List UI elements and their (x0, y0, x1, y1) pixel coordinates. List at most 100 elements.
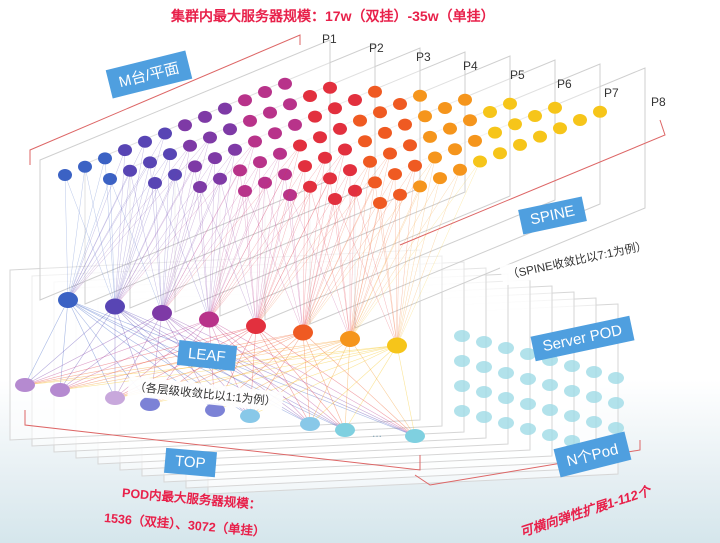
plane-label-P6: P6 (557, 77, 572, 91)
tor-node (105, 391, 125, 405)
spine-node (293, 139, 307, 152)
spine-node (553, 122, 567, 135)
leaf-node (293, 324, 313, 341)
spine-leaf-link (255, 186, 311, 327)
leaf-tor-link (344, 345, 398, 431)
spine-leaf-link (255, 161, 371, 327)
spine-leaf-link (349, 177, 441, 340)
spine-node (448, 143, 462, 156)
spine-leaf-link (114, 137, 211, 307)
spine-node (303, 90, 317, 102)
spine-leaf-link (302, 178, 331, 333)
spine-leaf-link (109, 178, 116, 307)
spine-leaf-link (208, 170, 241, 320)
spine-node (548, 101, 562, 114)
leaf-tor-link (255, 325, 311, 425)
spine-node (533, 130, 547, 143)
spine-leaf-link (396, 194, 401, 346)
pod-tor-node (520, 423, 536, 435)
spine-leaf-link (244, 190, 304, 333)
spine-leaf-link (349, 153, 391, 340)
spine-node (158, 127, 172, 140)
spine-leaf-link (208, 165, 306, 320)
leaf-tor-link (208, 319, 346, 431)
spine-leaf-link (208, 153, 281, 320)
pod-tor-node (564, 360, 580, 372)
spine-node (573, 114, 587, 126)
spine-node (328, 102, 342, 115)
pod-tor-node (608, 422, 624, 434)
spine-leaf-link (67, 158, 106, 301)
spine-node (378, 126, 392, 139)
pod-tor-node (608, 397, 624, 409)
spine-node (303, 180, 317, 193)
spine-leaf-link (208, 158, 216, 320)
leaf-tor-link (59, 312, 163, 391)
spine-leaf-link (161, 145, 191, 314)
spine-node (248, 135, 262, 148)
top-bracket (24, 410, 421, 471)
tor-node (405, 429, 425, 443)
spine-node (443, 122, 457, 135)
leaf-tor-link (302, 332, 416, 437)
spine-leaf-link (349, 165, 416, 340)
leaf-tor-link (59, 299, 69, 391)
spine-leaf-link (208, 162, 261, 320)
spine-node (403, 139, 417, 152)
leaf-tor-link (24, 312, 163, 386)
pod-tor-node (542, 429, 558, 441)
spine-leaf-link (349, 161, 371, 340)
spine-node (213, 172, 227, 185)
spine-node (58, 169, 72, 181)
spine-node (323, 172, 337, 185)
spine-node (123, 164, 137, 177)
spine-leaf-link (255, 166, 306, 327)
spine-node (468, 134, 482, 147)
spine-node (313, 131, 327, 144)
spine-leaf-link (255, 194, 291, 327)
spine-node (238, 185, 252, 197)
plane-label-P8: P8 (651, 95, 666, 109)
spine-node (348, 184, 362, 197)
leaf-node (199, 311, 219, 328)
spine-leaf-link (379, 202, 398, 346)
spine-node (243, 114, 257, 127)
spine-leaf-link (255, 182, 266, 327)
pod-tor-node (454, 405, 470, 417)
cluster-scale-title: 集群内最大服务器规模：17w（双挂）-35w（单挂） (171, 8, 495, 24)
spine-node (373, 197, 387, 209)
spine-leaf-link (302, 173, 396, 333)
spine-leaf-link (67, 141, 146, 301)
spine-leaf-link (302, 170, 351, 333)
leaf-tor-link (24, 325, 257, 386)
leaf-tor-link (161, 312, 346, 431)
spine-leaf-link (255, 174, 286, 327)
spine-node (283, 189, 297, 201)
tor-node (240, 409, 260, 423)
spine-node (268, 127, 282, 140)
leaf-tor-link (24, 299, 69, 386)
spine-node (353, 114, 367, 127)
spine-node (253, 156, 267, 169)
spine-node (198, 110, 212, 123)
spine-node (278, 77, 292, 90)
spine-leaf-link (114, 149, 236, 307)
spine-leaf-link (208, 178, 221, 320)
spine-node (178, 119, 192, 132)
spine-leaf-link (396, 157, 436, 346)
spine-leaf-link (302, 198, 336, 333)
plane-label-P4: P4 (463, 59, 478, 73)
spine-node (343, 164, 357, 177)
tor-node (335, 423, 355, 437)
spine-leaf-link (114, 174, 176, 307)
pod-tor-node (608, 372, 624, 384)
leaf-tor-link (114, 306, 416, 437)
leaf-tor-link (161, 312, 311, 425)
spine-leaf-link (114, 154, 171, 307)
spine-leaf-link (161, 161, 261, 314)
spine-leaf-link (396, 165, 416, 346)
spine-leaf-link (302, 190, 356, 333)
spine-node (593, 105, 607, 118)
spine-node (103, 173, 117, 185)
spine-leaf-link (208, 182, 266, 320)
